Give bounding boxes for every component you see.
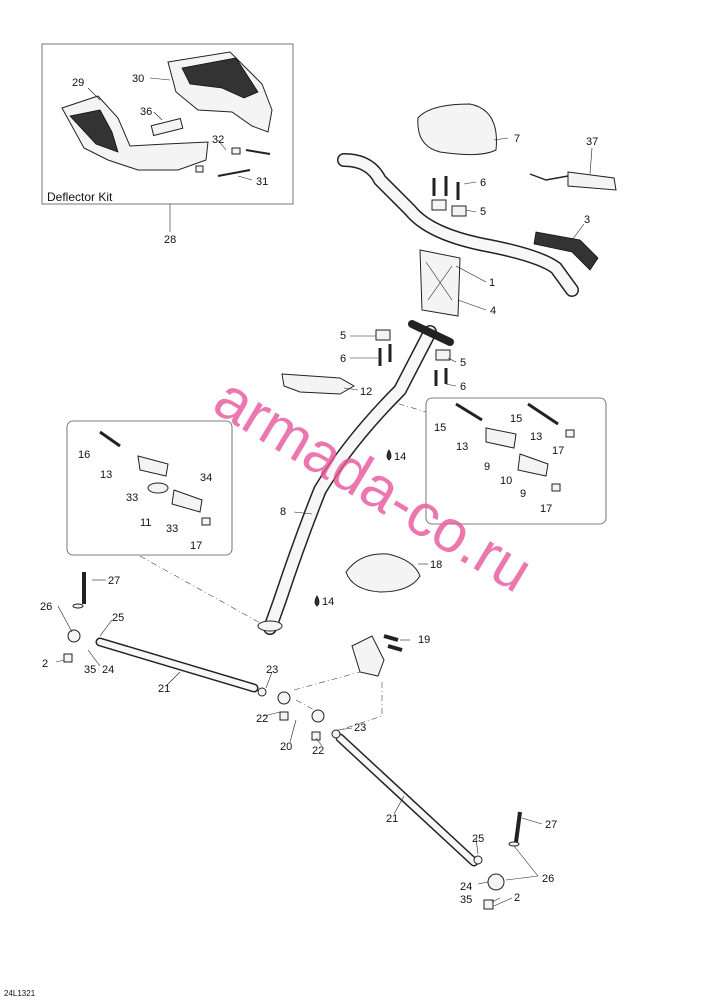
plate-part [281, 373, 356, 395]
cover-part [417, 103, 497, 156]
label-13b: 13 [530, 431, 542, 443]
label-19: 19 [418, 634, 430, 646]
label-11: 11 [140, 517, 151, 529]
label-8: 8 [280, 506, 286, 518]
cable-part [529, 171, 617, 191]
label-33a: 33 [126, 492, 138, 504]
label-10: 10 [500, 475, 512, 487]
label-15a: 15 [434, 422, 446, 434]
drop-icon [314, 595, 320, 607]
deflector-kit-caption: Deflector Kit [47, 190, 113, 204]
label-23a: 23 [266, 664, 278, 676]
label-17a: 17 [552, 445, 564, 457]
label-27a: 27 [108, 575, 120, 587]
grip-part [533, 231, 599, 271]
label-7: 7 [514, 133, 520, 145]
leader-lines [55, 77, 593, 907]
label-37: 37 [586, 136, 598, 148]
label-18: 18 [430, 559, 442, 571]
drop-icon [386, 449, 392, 461]
label-14a: 14 [394, 451, 406, 463]
label-22a: 22 [256, 713, 268, 725]
label-12: 12 [360, 386, 372, 398]
label-16: 16 [78, 449, 90, 461]
label-4: 4 [490, 305, 496, 317]
label-9a: 9 [484, 461, 490, 473]
label-35a: 35 [84, 664, 96, 676]
label-5a: 5 [480, 206, 486, 218]
detail-box-right [425, 397, 607, 525]
label-17b: 17 [540, 503, 552, 515]
drawing-code: 24L1321 [4, 989, 36, 998]
label-29: 29 [72, 77, 84, 89]
label-3: 3 [584, 214, 590, 226]
label-26a: 26 [40, 601, 52, 613]
detail-left-parts [99, 430, 211, 526]
detail-box-left [66, 420, 233, 556]
label-2b: 2 [514, 892, 520, 904]
label-21b: 21 [386, 813, 398, 825]
decal-part [150, 117, 184, 137]
label-6c: 6 [460, 381, 466, 393]
label-24b: 24 [460, 881, 472, 893]
label-28: 28 [164, 234, 176, 246]
label-13c: 13 [100, 469, 112, 481]
label-32: 32 [212, 134, 224, 146]
label-13a: 13 [456, 441, 468, 453]
label-25a: 25 [112, 612, 124, 624]
pitman-arm-part [351, 635, 385, 677]
deflector-right-part [167, 51, 273, 133]
label-26b: 26 [542, 873, 554, 885]
label-33b: 33 [166, 523, 178, 535]
label-31: 31 [256, 176, 268, 188]
label-14b: 14 [322, 596, 334, 608]
label-24a: 24 [102, 664, 114, 676]
label-36: 36 [140, 106, 152, 118]
upper-clamps [375, 329, 451, 386]
deflector-left-part [61, 95, 209, 171]
label-35b: 35 [460, 894, 472, 906]
label-23b: 23 [354, 722, 366, 734]
label-20: 20 [280, 741, 292, 753]
rod-end-hardware [63, 572, 522, 910]
label-30: 30 [132, 73, 144, 85]
label-1: 1 [489, 277, 495, 289]
label-2a: 2 [42, 658, 48, 670]
label-5c: 5 [460, 357, 466, 369]
bracket-plate-part [345, 553, 421, 593]
deflector-hardware [195, 147, 271, 177]
detail-right-parts [455, 402, 575, 492]
label-22b: 22 [312, 745, 324, 757]
label-25b: 25 [472, 833, 484, 845]
label-27b: 27 [545, 819, 557, 831]
label-15b: 15 [510, 413, 522, 425]
label-9b: 9 [520, 488, 526, 500]
handlebar-clamps [431, 176, 467, 217]
label-21a: 21 [158, 683, 170, 695]
part-labels: 29 30 36 32 31 28 7 37 6 5 3 1 4 5 6 5 6… [40, 73, 598, 906]
label-34: 34 [200, 472, 212, 484]
label-6a: 6 [480, 177, 486, 189]
label-5b: 5 [340, 330, 346, 342]
label-17c: 17 [190, 540, 202, 552]
label-6b: 6 [340, 353, 346, 365]
deflector-kit-box [41, 43, 294, 205]
